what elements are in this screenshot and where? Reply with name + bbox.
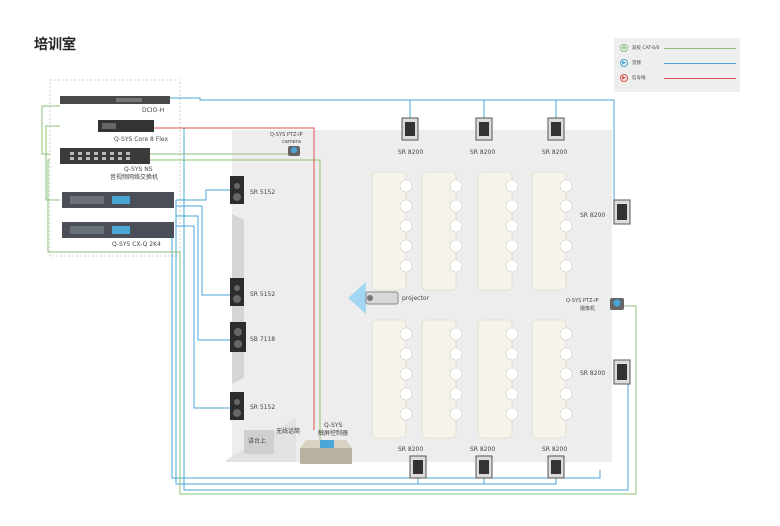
cable-blue-4 xyxy=(171,228,601,479)
network-icon: ◆ xyxy=(620,44,628,52)
label-sr8200-bottom-3: SR 8200 xyxy=(542,446,568,453)
cable-red-1 xyxy=(126,127,315,430)
cable-blue-2 xyxy=(183,128,629,491)
cable-blue-13 xyxy=(484,470,557,485)
legend-item: ◆ 双绞 CAT-6/6 xyxy=(620,44,736,54)
speaker-sr8200-top-3 xyxy=(547,117,565,141)
cable-blue-8 xyxy=(176,225,232,409)
chair-group xyxy=(399,179,573,421)
label-control-2: 触屏控制器 xyxy=(318,430,349,437)
projector-icon xyxy=(365,291,399,305)
legend-item: ▶ 音频 xyxy=(620,59,736,69)
legend-label: 音频 xyxy=(632,61,641,66)
label-dcio: DCIO-H xyxy=(142,107,165,114)
camera-right-icon xyxy=(610,298,624,310)
cable-blue-12 xyxy=(418,470,485,485)
speaker-sr5152-3 xyxy=(230,392,244,420)
audio-icon: ▶ xyxy=(620,59,628,67)
speaker-sr8200-right-2 xyxy=(613,359,631,385)
speaker-sr8200-bottom-3 xyxy=(547,455,565,479)
label-camera-right-desc: 摄像机 xyxy=(580,306,596,312)
label-sr8200-bottom-2: SR 8200 xyxy=(470,446,496,453)
label-wireless: 无线话筒 xyxy=(276,428,301,435)
legend-label: 信号线 xyxy=(632,76,646,81)
subwoofer-sb7118 xyxy=(230,322,246,352)
desk-group xyxy=(371,171,567,439)
rack-enclosure xyxy=(49,79,181,257)
cable-blue-6 xyxy=(176,205,232,296)
control-desk xyxy=(300,440,352,464)
speaker-sr8200-top-1 xyxy=(401,117,419,141)
speaker-sr8200-bottom-1 xyxy=(409,455,427,479)
cable-blue-7 xyxy=(176,215,232,341)
cable-green-5 xyxy=(45,125,60,201)
cable-blue-5 xyxy=(176,189,232,201)
label-sr5152-3: SR 5152 xyxy=(250,404,276,411)
label-sr5152-1: SR 5152 xyxy=(250,189,276,196)
speaker-sr5152-2 xyxy=(230,278,244,306)
label-sr8200-bottom-1: SR 8200 xyxy=(398,446,424,453)
legend-item: ▶ 信号线 xyxy=(620,74,736,84)
label-projector: projector xyxy=(402,295,429,302)
amplifier-2 xyxy=(62,222,174,238)
projector-beam xyxy=(348,282,366,314)
dcio-unit xyxy=(60,96,170,104)
label-switch-desc: 音视频网络交换机 xyxy=(110,174,159,181)
cable-blue-11 xyxy=(484,99,557,118)
label-sr8200-top-1: SR 8200 xyxy=(398,149,424,156)
label-camera-top-desc: camera xyxy=(282,139,301,145)
speaker-sr8200-top-2 xyxy=(475,117,493,141)
label-podium: 讲台上 xyxy=(248,438,267,445)
legend-label: 双绞 CAT-6/6 xyxy=(632,46,660,51)
legend: ◆ 双绞 CAT-6/6 ▶ 音频 ▶ 信号线 xyxy=(614,38,740,92)
cable-green-3 xyxy=(150,159,321,440)
label-sb7118: SB 7118 xyxy=(250,336,276,343)
cable-blue-10 xyxy=(410,99,485,118)
cable-green-1 xyxy=(41,105,60,155)
cable-blue-9 xyxy=(200,99,411,118)
camera-top-icon xyxy=(288,146,300,156)
speaker-sr8200-right-1 xyxy=(613,199,631,225)
room-floor xyxy=(232,130,612,462)
speaker-sr8200-bottom-2 xyxy=(475,455,493,479)
label-switch-name: Q-SYS NS xyxy=(124,166,153,173)
page-title: 培训室 xyxy=(34,37,76,53)
label-sr8200-right-1: SR 8200 xyxy=(580,212,606,219)
label-core: Q-SYS Core 8 Flex xyxy=(114,136,169,143)
cable-green-4 xyxy=(47,159,637,495)
ns-switch xyxy=(60,148,150,164)
legend-line xyxy=(664,48,736,49)
legend-line xyxy=(664,63,736,64)
label-camera-right-model: Q-SYS PTZ-IP xyxy=(566,298,599,304)
core-unit xyxy=(98,120,154,132)
label-amp: Q-SYS CX-Q 2K4 xyxy=(112,241,161,248)
label-sr8200-top-3: SR 8200 xyxy=(542,149,568,156)
label-sr5152-2: SR 5152 xyxy=(250,291,276,298)
speaker-sr5152-1 xyxy=(230,176,244,204)
label-sr8200-right-2: SR 8200 xyxy=(580,370,606,377)
signal-icon: ▶ xyxy=(620,74,628,82)
amplifier-1 xyxy=(62,192,174,208)
podium-box xyxy=(244,430,274,454)
label-sr8200-top-2: SR 8200 xyxy=(470,149,496,156)
label-camera-top-model: Q-SYS PTZ-IP xyxy=(270,132,303,138)
label-control-1: Q-SYS xyxy=(324,422,343,429)
legend-line xyxy=(664,78,736,79)
